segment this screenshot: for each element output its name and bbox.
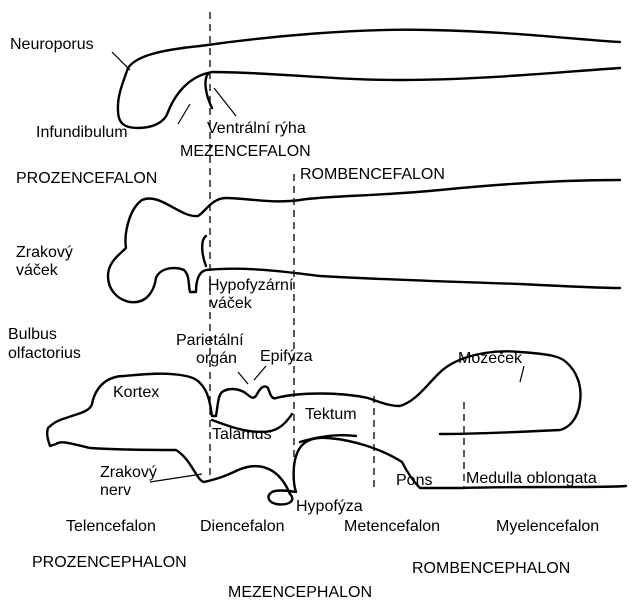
- label-talamus: Talamus: [212, 426, 272, 444]
- label-ventralni-ryha: Ventrální rýha: [207, 120, 306, 138]
- label-zrakovy-nerv-2: nerv: [100, 482, 131, 500]
- label-zrakovy-nerv-1: Zrakový: [100, 464, 157, 482]
- label-diencefalon: Diencefalon: [200, 518, 285, 536]
- label-pons: Pons: [396, 472, 432, 490]
- label-parietalni-2: orgán: [196, 350, 237, 368]
- label-bulbus-1: Bulbus: [8, 326, 57, 344]
- label-hypofyza: Hypofýza: [296, 498, 363, 516]
- label-parietalni-1: Parietální: [176, 332, 244, 350]
- label-kortex: Kortex: [113, 384, 159, 402]
- label-neuroporus: Neuroporus: [10, 36, 94, 54]
- label-infundibulum: Infundibulum: [36, 124, 128, 142]
- label-myelencefalon: Myelencefalon: [496, 518, 599, 536]
- label-mezencephalon: MEZENCEPHALON: [228, 584, 372, 602]
- label-hypofyzarni-2: váček: [210, 295, 252, 313]
- label-hypofyzarni-1: Hypofyzární: [208, 277, 293, 295]
- label-tektum: Tektum: [305, 406, 357, 424]
- label-rombencephalon: ROMBENCEPHALON: [412, 560, 570, 578]
- label-mozecek: Mozeček: [458, 350, 522, 368]
- label-telencefalon: Telencefalon: [66, 518, 156, 536]
- label-rombencefalon: ROMBENCEFALON: [300, 166, 445, 184]
- label-prozencephalon: PROZENCEPHALON: [32, 554, 187, 572]
- label-zrakovy-vacek-1: Zrakový: [16, 244, 73, 262]
- label-prozencefalon: PROZENCEFALON: [16, 170, 157, 188]
- label-epifyza: Epifýza: [260, 348, 312, 366]
- label-mezencefalon-top: MEZENCEFALON: [180, 143, 311, 161]
- label-bulbus-2: olfactorius: [8, 345, 81, 363]
- label-zrakovy-vacek-2: váček: [16, 262, 58, 280]
- label-metencefalon: Metencefalon: [344, 518, 440, 536]
- label-medulla: Medulla oblongata: [466, 470, 597, 488]
